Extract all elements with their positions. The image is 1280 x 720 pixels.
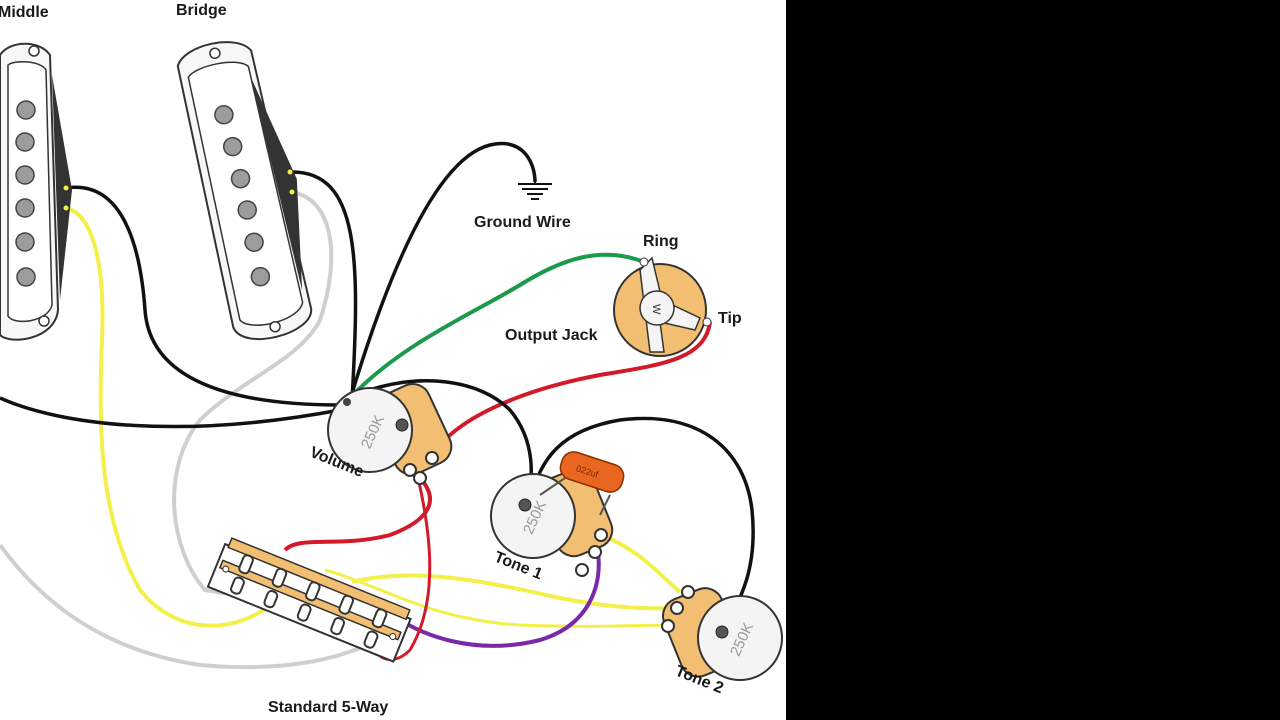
volume-pot: 250K: [327, 383, 453, 485]
tone2-pot: 250K: [661, 585, 783, 681]
yellow-wire-switch-to-tone2-lower: [324, 568, 669, 628]
ground-symbol: [518, 180, 552, 200]
tone1-pot: 250K: [490, 468, 614, 577]
pole-pieces: [214, 104, 271, 287]
tip-label: Tip: [718, 310, 742, 327]
wiring-diagram: W 250K: [0, 2, 783, 716]
diagram-panel: W 250K: [0, 0, 786, 720]
pole-pieces: [15, 100, 36, 287]
svg-text:W: W: [650, 304, 662, 315]
red-wire-volume-to-switch: [283, 476, 432, 552]
white-wire-bridge-to-switch: [172, 190, 334, 597]
middle-pickup-label: Middle: [0, 4, 49, 21]
ground-wire-label: Ground Wire: [474, 214, 571, 231]
yellow-wire-switch-to-tone2: [351, 573, 677, 611]
ring-label: Ring: [643, 233, 679, 250]
black-wire-tone1-to-tone2: [528, 416, 755, 633]
switch-label: Standard 5-Way: [268, 699, 388, 716]
yellow-wire-tone1-to-tone2: [600, 533, 682, 594]
bridge-pickup: [176, 41, 313, 341]
red-wire-volume-to-tip: [428, 321, 712, 461]
output-jack: W: [613, 256, 712, 357]
black-wire-bridge-to-volume: [289, 170, 358, 401]
white-wire-neck-to-switch: [0, 543, 361, 670]
green-wire-ring-to-volume: [348, 252, 645, 400]
bridge-pickup-label: Bridge: [176, 2, 227, 19]
five-way-switch: [206, 537, 412, 663]
capacitor: 022uf: [539, 451, 625, 516]
switch-lugs: [230, 554, 388, 649]
black-wire-ground: [348, 141, 537, 401]
wires: [0, 141, 755, 670]
yellow-wire-middle-to-switch: [65, 206, 272, 628]
middle-pickup: [0, 42, 72, 341]
black-wire-middle-to-volume: [65, 185, 341, 407]
output-jack-label: Output Jack: [505, 327, 598, 344]
black-wire-neck-to-volume: [0, 396, 341, 429]
